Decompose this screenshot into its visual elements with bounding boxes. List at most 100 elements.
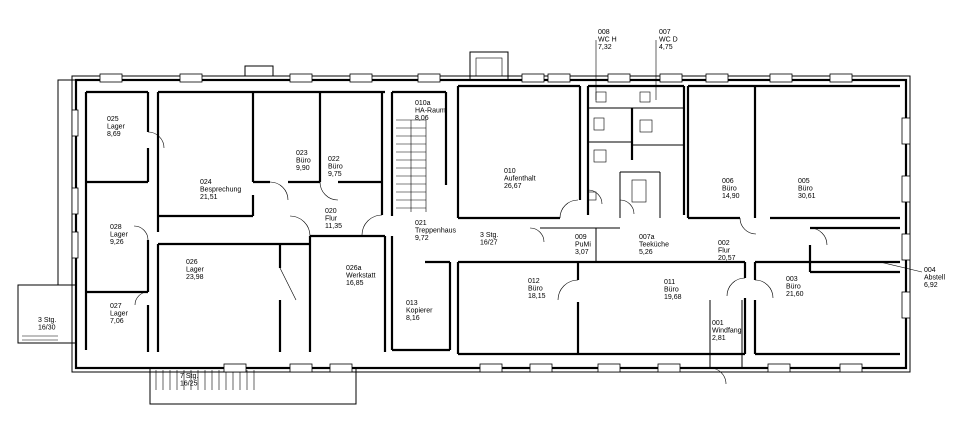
label-line: 008 [598,29,610,36]
stair-left-label: 3 Stg.16/30 [38,317,56,332]
stair-bottom-label: 7 Stg.16/25 [180,373,198,388]
windows [71,73,911,373]
window [839,363,863,373]
window [71,231,79,259]
label-line: 003 [786,276,798,283]
label-line: 21,51 [200,194,218,201]
label-line: 013 [406,300,418,307]
label-line: Abstell [924,275,945,282]
label-line: Lager [110,232,129,239]
window [99,73,123,83]
window [901,233,911,261]
label-line: 004 [924,267,936,274]
window [223,363,247,373]
label-line: 7 Stg. [180,373,198,380]
window [479,363,503,373]
window [289,73,313,83]
interior-walls [84,84,900,368]
label-line: 007 [659,29,671,36]
label-line: 007a [639,234,655,241]
label-line: Flur [325,216,338,223]
label-line: 010 [504,168,516,175]
label-line: 2,81 [712,335,726,342]
label-line: 020 [325,208,337,215]
label-line: 023 [296,150,308,157]
label-line: Büro [798,186,813,193]
label-line: 16,85 [346,280,364,287]
window [71,109,79,137]
label-line: Treppenhaus [415,228,456,235]
stair-mid-label: 3 Stg.16/27 [480,232,498,247]
window [521,73,545,83]
window [597,363,621,373]
label-line: Werkstatt [346,273,375,280]
outer-walls [17,40,923,405]
label-line: 001 [712,320,724,327]
label-line: 14,90 [722,193,740,200]
label-line: 011 [664,279,675,286]
label-line: WC D [659,37,678,44]
label-line: 028 [110,224,122,231]
window [659,73,683,83]
label-line: Aufenthalt [504,176,536,183]
label-line: Lager [107,124,126,131]
window [289,363,313,373]
label-line: PuMi [575,242,591,249]
window [417,73,441,83]
bottom-stair-treads [155,370,255,390]
window [901,117,911,145]
label-line: 9,72 [415,235,429,242]
label-line: 005 [798,178,810,185]
label-line: Teeküche [639,242,669,249]
label-line: 010a [415,100,431,107]
label-line: 16/30 [38,325,56,332]
window [829,73,853,83]
label-line: 7,32 [598,44,612,51]
label-line: 9,90 [296,165,310,172]
label-line: Besprechung [200,187,241,194]
label-line: 8,06 [415,115,429,122]
label-line: 20,57 [718,255,736,262]
label-line: 9,75 [328,171,342,178]
label-line: Windfang [712,328,742,335]
label-line: Büro [664,287,679,294]
label-line: Büro [328,164,343,171]
label-line: 23,98 [186,274,204,281]
label-line: 11,35 [325,223,342,230]
label-line: Büro [296,158,311,165]
label-line: Flur [718,248,731,255]
label-line: 9,26 [110,239,124,246]
label-line: 18,15 [528,293,546,300]
label-line: 3,07 [575,249,589,256]
label-line: 021 [415,220,427,227]
window [547,73,571,83]
window [657,363,681,373]
window [71,187,79,215]
stair-021 [396,119,427,212]
label-line: 19,68 [664,294,682,301]
label-line: Lager [186,267,205,274]
label-line: Kopierer [406,308,433,315]
label-line: 30,61 [798,193,816,200]
